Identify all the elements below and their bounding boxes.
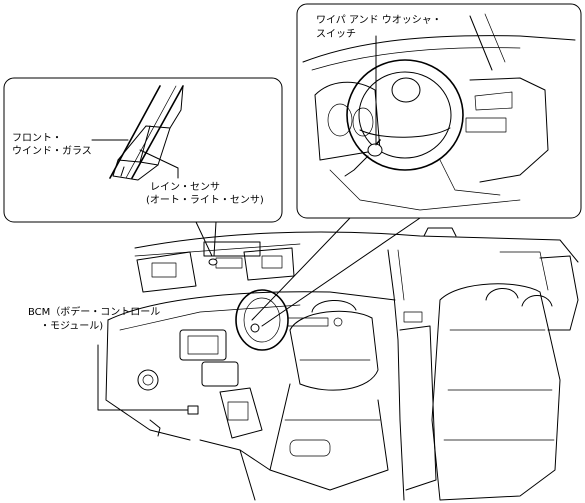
windshield-glass (109, 85, 161, 179)
bcm-label-line1: BCM（ボデー・コントロール (28, 307, 161, 318)
bcm-label-line2: ・モジュール) (40, 321, 104, 332)
rain-sensor-label-line1: レイン・センサ (150, 182, 220, 193)
wiper-switch-inset (296, 3, 582, 219)
wiper-switch-label-line2: スイッチ (316, 29, 356, 40)
rain-sensor-inset (3, 77, 283, 223)
bcm-leader (97, 344, 189, 411)
vehicle-interior (97, 227, 579, 501)
bcm-unit (187, 405, 199, 415)
rear-seats (431, 283, 561, 501)
windshield-label-line2: ウインド・ガラス (12, 146, 92, 157)
wiper-switch-inset-frame (296, 3, 582, 219)
rain-sensor-label-line2: (オート・ライト・センサ) (146, 195, 264, 206)
rain-sensor-leader (139, 149, 179, 179)
sun-visor-left (136, 251, 197, 293)
steering-wheel (346, 59, 464, 171)
windshield-label-line1: フロント・ (12, 133, 62, 144)
driver-seat (289, 310, 379, 391)
sun-visor-right (243, 247, 295, 281)
dashboard (107, 291, 396, 321)
wiper-switch-label-line1: ワイパ アンド ウオッシャ・ (316, 15, 442, 26)
